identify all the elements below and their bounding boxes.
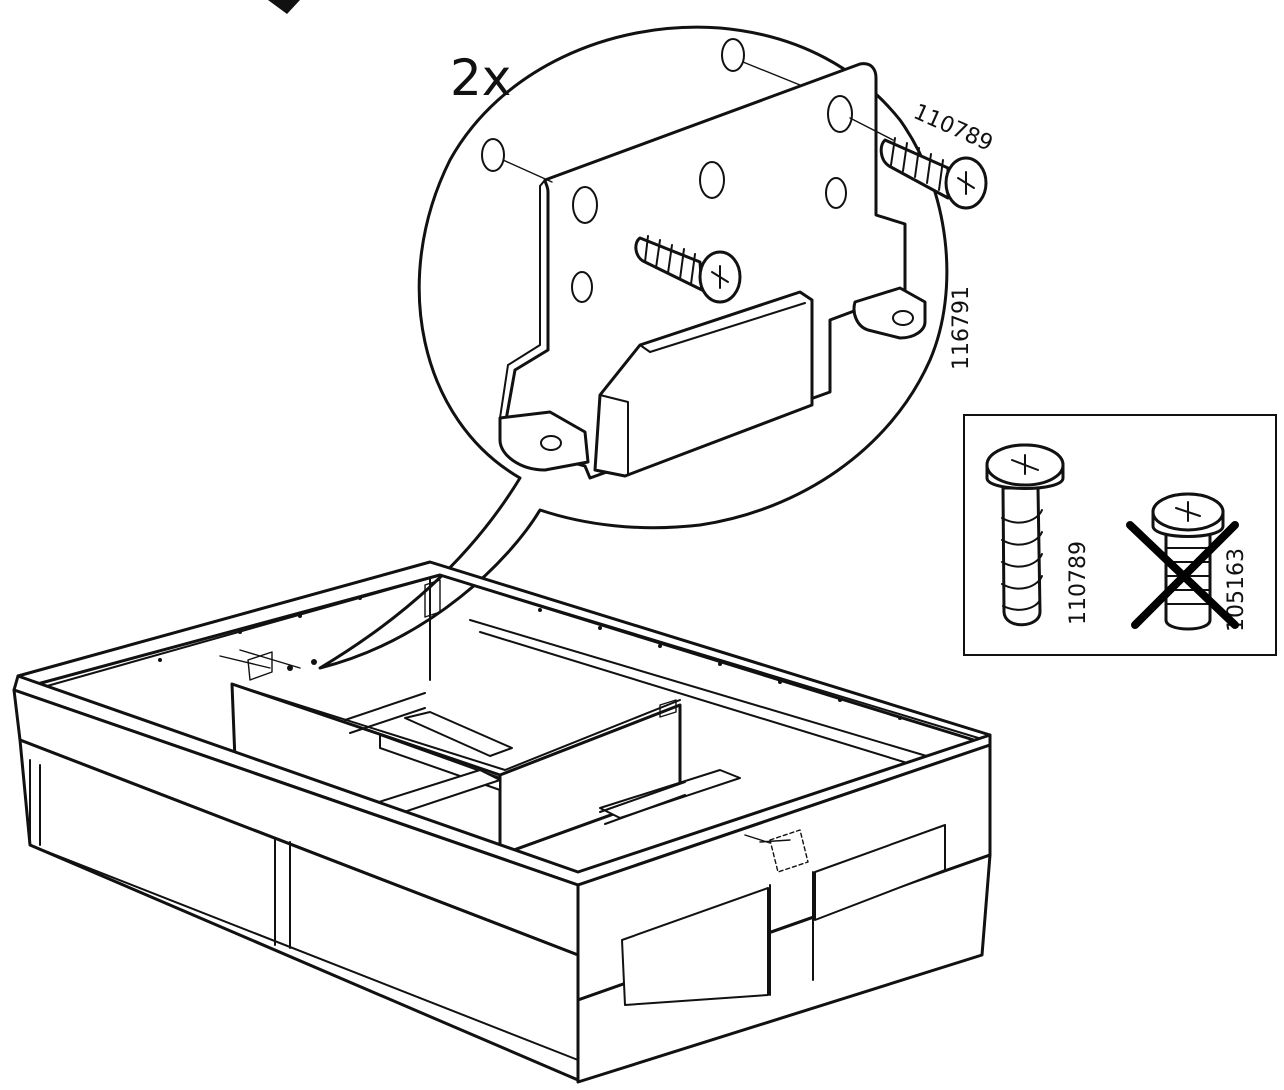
step-arrow-icon — [268, 0, 300, 14]
bracket-part-code: 116791 — [949, 286, 974, 370]
screw-part-code: 110789 — [910, 100, 997, 157]
detail-callout-bubble — [318, 25, 949, 670]
screw-lower — [634, 235, 742, 304]
screw-upper — [879, 137, 988, 210]
bracket-part — [481, 38, 927, 480]
prohibited-cross-icon — [1126, 521, 1239, 629]
bed-frame — [12, 560, 992, 1084]
correct-screw — [985, 443, 1065, 627]
correct-screw-code: 110789 — [1066, 541, 1091, 625]
quantity-label: 2x — [450, 49, 511, 107]
